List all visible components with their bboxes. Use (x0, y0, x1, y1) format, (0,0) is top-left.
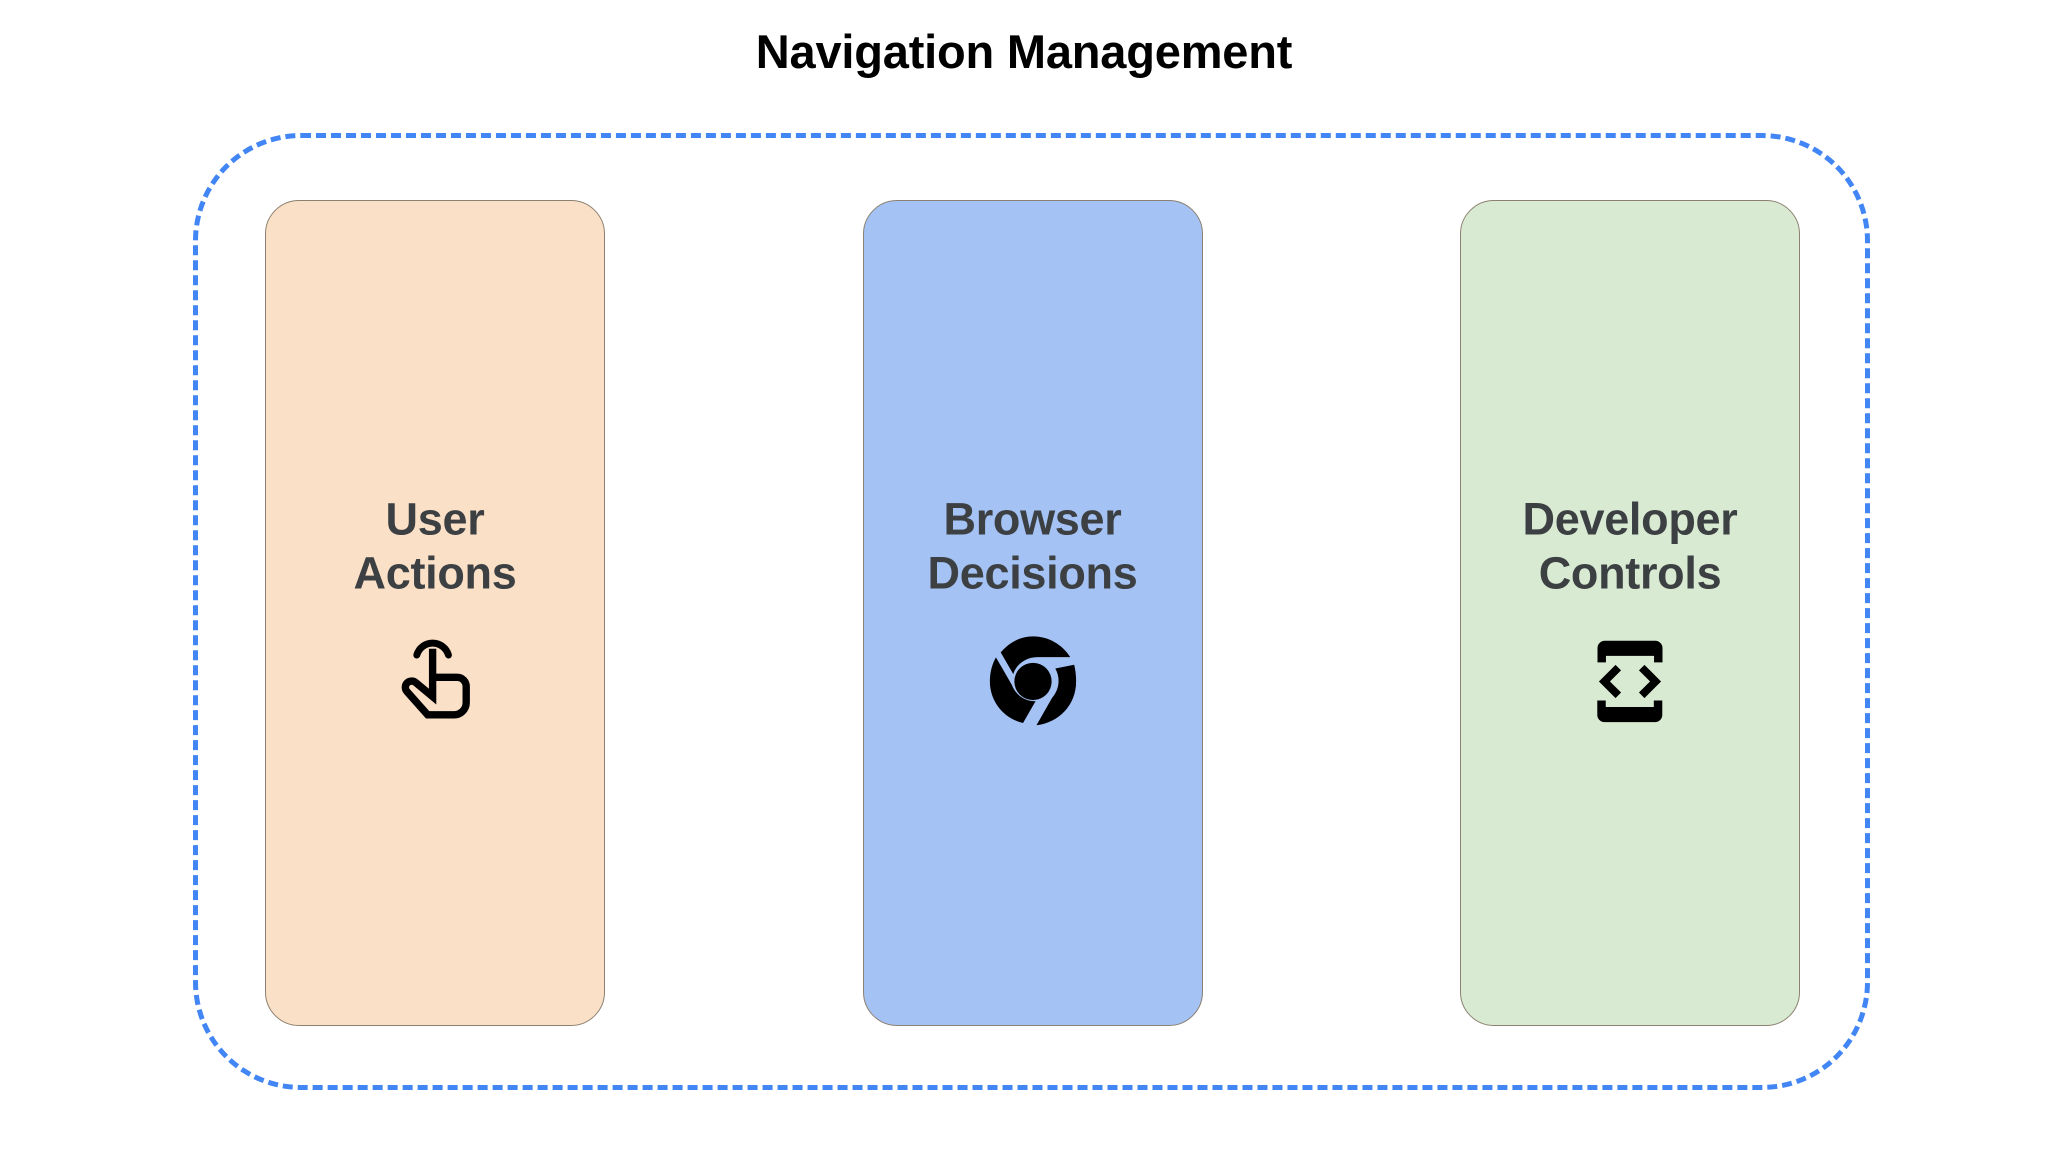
navigation-management-group-boundary (193, 133, 1870, 1090)
card-title-browser-decisions: Browser Decisions (927, 493, 1138, 598)
card-browser-decisions[interactable]: Browser Decisions (862, 200, 1203, 1026)
touch-app-icon (383, 630, 487, 734)
card-content: Browser Decisions (864, 492, 1202, 733)
card-title-developer-controls: Developer Controls (1522, 493, 1738, 598)
card-user-actions[interactable]: User Actions (265, 200, 605, 1026)
card-title-user-actions: User Actions (353, 493, 517, 598)
card-content: Developer Controls (1461, 492, 1799, 733)
card-row: User Actions (265, 200, 1800, 1026)
card-content: User Actions (266, 492, 604, 733)
chrome-logo-icon (981, 630, 1085, 734)
page-title: Navigation Management (755, 25, 1293, 78)
developer-mode-icon (1578, 630, 1682, 734)
card-developer-controls[interactable]: Developer Controls (1460, 200, 1800, 1026)
